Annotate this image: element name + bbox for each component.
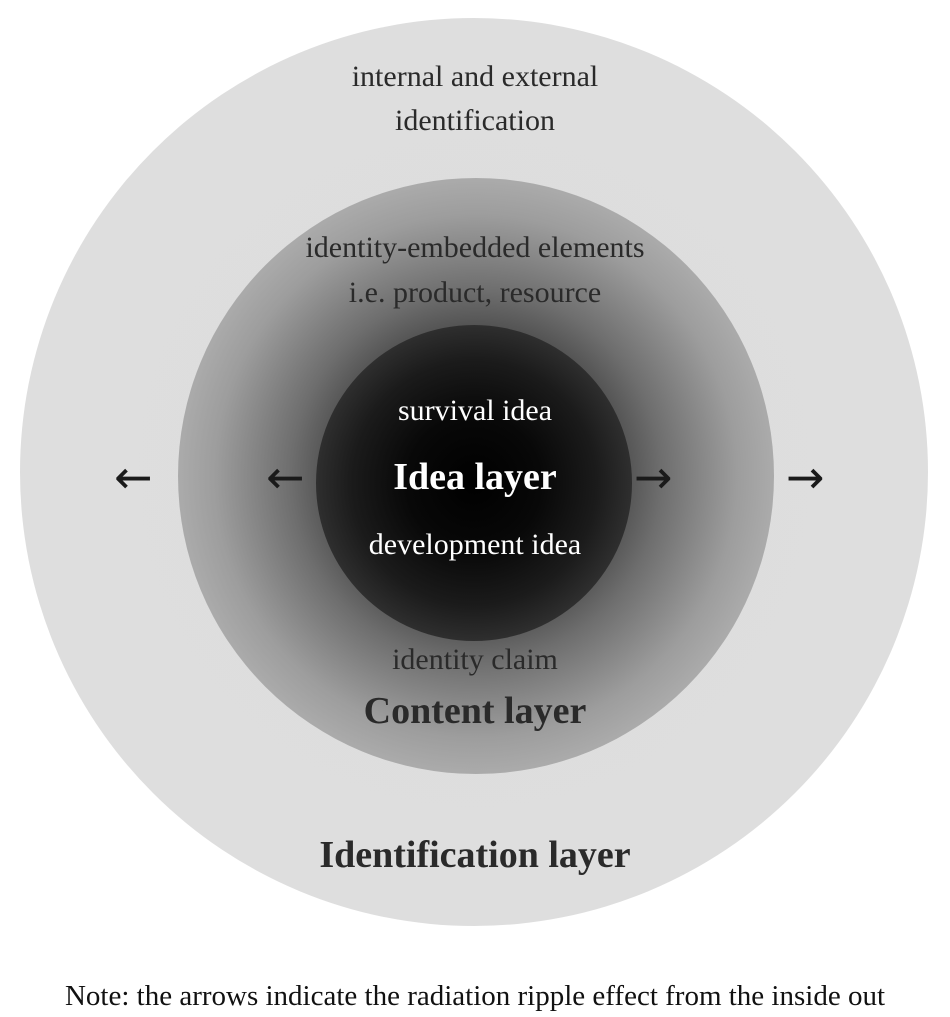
right-outer-arrow-icon: → xyxy=(786,450,825,504)
survival-idea-label: survival idea xyxy=(397,394,553,427)
identification-text-line-1: internal and external xyxy=(351,60,599,93)
figure-note: Note: the arrows indicate the radiation … xyxy=(64,980,886,1012)
content-elements-line-2: i.e. product, resource xyxy=(348,276,602,309)
left-inner-arrow-icon: ← xyxy=(266,450,305,504)
identification-layer-title: Identification layer xyxy=(319,834,631,876)
right-inner-arrow-icon: → xyxy=(634,450,673,504)
identity-claim-label: identity claim xyxy=(392,643,558,676)
idea-layer-circle xyxy=(316,325,632,641)
development-idea-label: development idea xyxy=(368,528,582,561)
idea-layer-title: Idea layer xyxy=(393,456,557,498)
content-elements-line-1: identity-embedded elements xyxy=(305,231,645,264)
identification-text-line-2: identification xyxy=(395,104,555,137)
content-layer-title: Content layer xyxy=(363,690,587,732)
left-outer-arrow-icon: ← xyxy=(114,450,153,504)
